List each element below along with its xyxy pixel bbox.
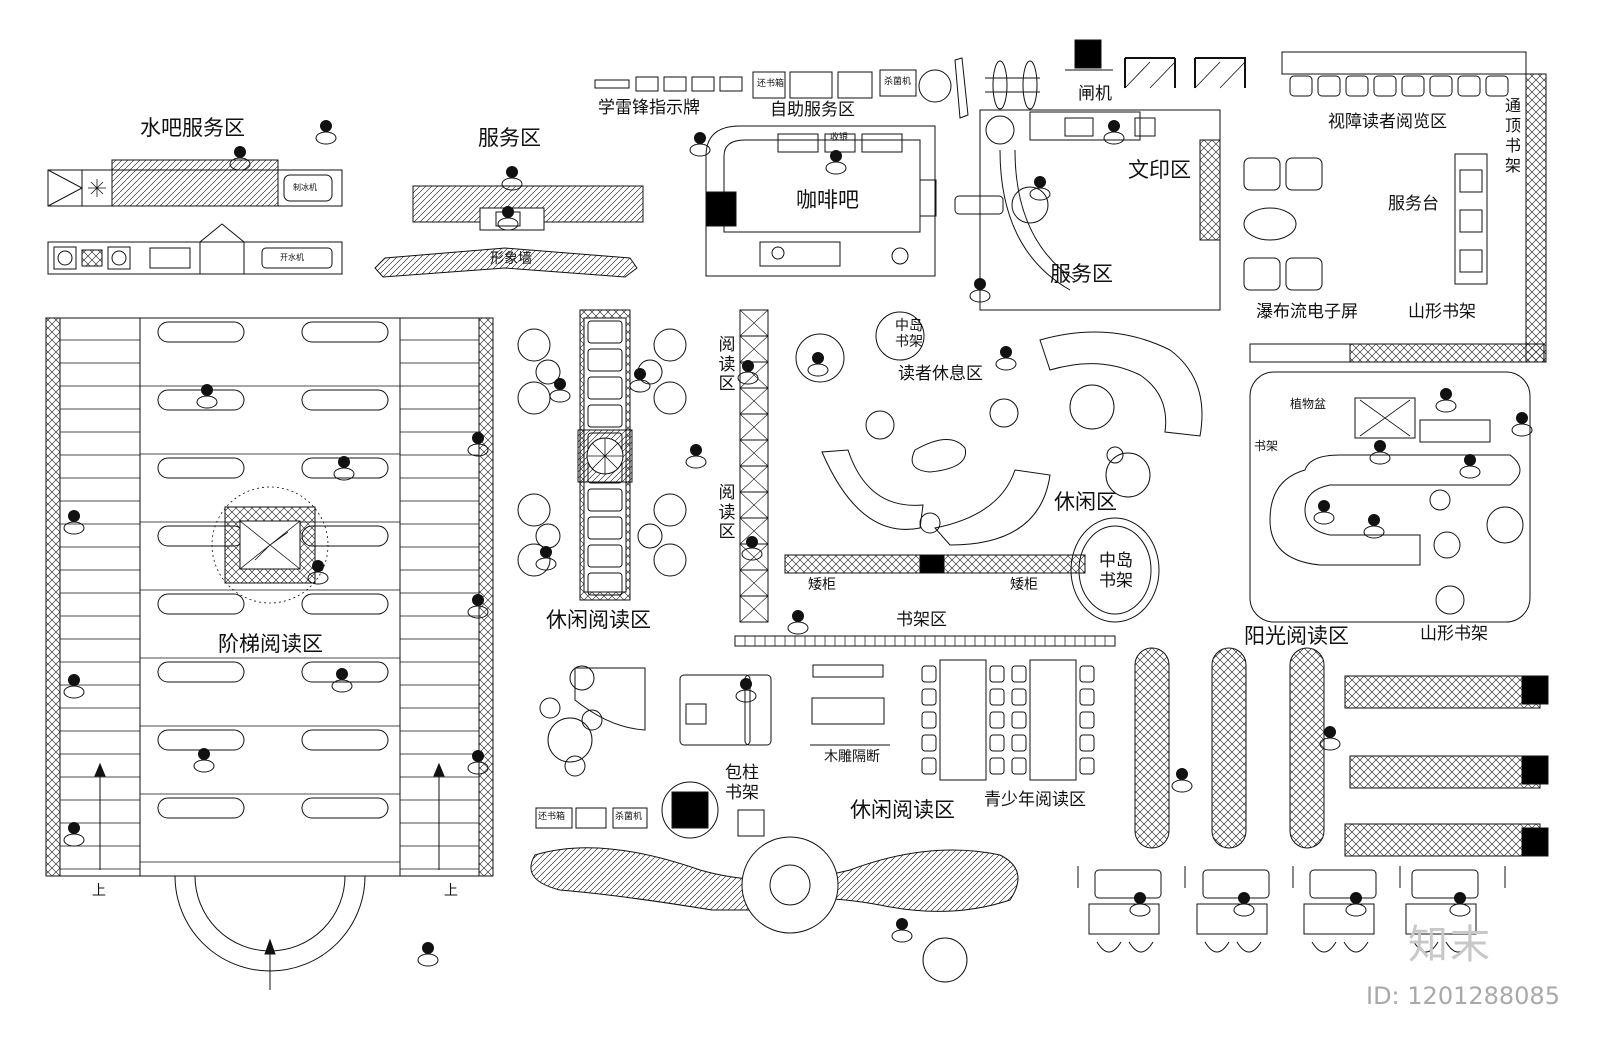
label-waterfall-screen: 瀑布流电子屏 — [1256, 302, 1358, 322]
label-sterilizer-2: 杀菌机 — [615, 812, 643, 822]
label-self-service: 自助服务区 — [770, 100, 855, 120]
label-return-books-1: 还书箱 — [757, 79, 785, 89]
label-column-shelf: 包柱书架 — [725, 763, 759, 803]
label-low-cabinet-1: 矮柜 — [808, 577, 836, 593]
label-leisure: 休闲区 — [1054, 490, 1117, 514]
label-ice-maker: 制冰机 — [293, 183, 317, 192]
label-reading-2: 阅读区 — [718, 483, 736, 543]
right-island-area — [1249, 371, 1531, 623]
label-coffee-bar: 咖啡吧 — [796, 188, 859, 212]
youth-reading-tables — [921, 659, 1095, 781]
low-cabinets — [734, 554, 1116, 647]
label-shelf-area: 书架区 — [896, 610, 947, 630]
image-id: ID: 1201288085 — [1366, 982, 1560, 1010]
sunshine-reading — [1134, 647, 1549, 857]
label-low-cabinet-2: 矮柜 — [1010, 577, 1038, 593]
label-up-right: 上 — [444, 883, 458, 899]
label-sunshine-reading: 阳光阅读区 — [1244, 624, 1349, 648]
label-sterilizer-1: 杀菌机 — [884, 77, 912, 87]
label-cashier: 收银 — [830, 133, 849, 143]
label-return-books-2: 还书箱 — [538, 812, 566, 822]
label-service-desk: 服务台 — [1388, 194, 1439, 214]
label-visually-impaired: 视障读者阅览区 — [1328, 112, 1447, 132]
label-ceiling-shelf: 通顶书架 — [1504, 96, 1521, 175]
reader-rest-area — [795, 311, 1203, 623]
print-service-area — [979, 109, 1221, 311]
service-counter — [374, 185, 644, 278]
label-service-area-right: 服务区 — [1050, 262, 1113, 286]
leisure-reading-lower — [530, 664, 1019, 983]
label-plant-pot: 植物盆 — [1290, 397, 1327, 411]
label-water-bar-service: 水吧服务区 — [140, 116, 245, 140]
label-mid-island-shelf-2: 中岛书架 — [1099, 551, 1133, 591]
label-mid-island-shelf-1: 中岛书架 — [895, 318, 923, 351]
visually-impaired-area — [1243, 51, 1547, 363]
people-figures — [63, 120, 1533, 967]
label-wood-partition: 木雕隔断 — [824, 749, 880, 765]
label-service-area-top: 服务区 — [478, 126, 541, 150]
brand-logo: 知末 — [1408, 922, 1492, 968]
center-reading-strip — [517, 309, 769, 623]
label-lei-feng-sign: 学雷锋指示牌 — [598, 98, 700, 118]
coffee-bar — [705, 125, 1004, 277]
label-image-wall: 形象墙 — [490, 251, 532, 267]
label-youth-reading: 青少年阅读区 — [984, 790, 1086, 810]
label-reading-1: 阅读区 — [718, 335, 736, 395]
label-bookshelf: 书架 — [1254, 439, 1279, 453]
self-service-machines — [594, 39, 1246, 119]
label-leisure-reading-1: 休闲阅读区 — [546, 608, 651, 632]
label-mountain-shelf-right: 山形书架 — [1420, 624, 1488, 644]
label-water-dispenser: 开水机 — [280, 253, 304, 262]
label-reader-rest: 读者休息区 — [898, 364, 983, 384]
bottom-right-desks — [1077, 866, 1506, 953]
water-bar-counter — [47, 159, 343, 275]
label-up-left: 上 — [92, 883, 106, 899]
label-gate: 闸机 — [1078, 84, 1112, 104]
label-print-area: 文印区 — [1128, 158, 1191, 182]
step-reading-area — [45, 317, 494, 990]
label-step-reading: 阶梯阅读区 — [218, 632, 323, 656]
label-mountain-shelf-top: 山形书架 — [1408, 302, 1476, 322]
label-leisure-reading-2: 休闲阅读区 — [850, 798, 955, 822]
